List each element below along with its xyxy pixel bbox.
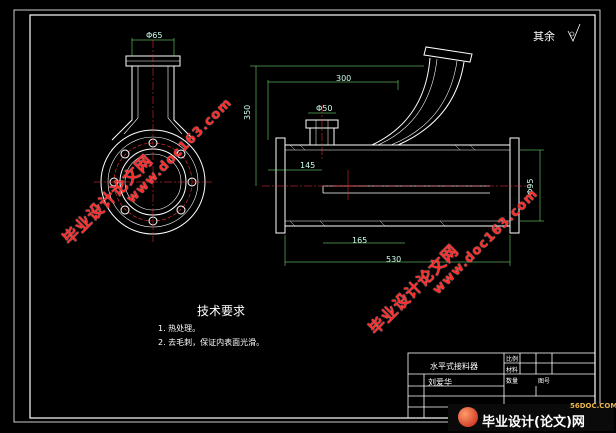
outer-frame xyxy=(13,9,601,423)
dim-small-pipe: Φ50 xyxy=(316,104,333,113)
dim-total: 530 xyxy=(386,255,402,264)
roughness-note: 其余 xyxy=(533,30,555,43)
requirement-item: 2. 去毛刺，保证内表面光滑。 xyxy=(158,338,265,347)
section-view xyxy=(262,46,530,234)
dim-top-flange: Φ65 xyxy=(146,31,163,40)
part-name: 水平式接料器 xyxy=(430,362,478,371)
requirement-item: 1. 热处理。 xyxy=(158,324,201,333)
tb-code3: 数量 xyxy=(506,378,519,385)
flange-view xyxy=(94,38,212,242)
requirements-title: 技术要求 xyxy=(197,304,246,318)
designer-name: 刘爱华 xyxy=(428,378,452,387)
dim-300: 300 xyxy=(336,74,352,83)
dim-145: 145 xyxy=(300,161,316,170)
tb-code1: 比例 xyxy=(506,356,519,363)
dim-165: 165 xyxy=(352,236,368,245)
roughness-circle xyxy=(569,31,575,37)
dimension-lines xyxy=(250,65,544,266)
roughness-symbol xyxy=(567,23,581,42)
inner-frame xyxy=(29,14,596,419)
tb-code2: 材料 xyxy=(506,367,519,374)
dim-350: 350 xyxy=(243,104,252,120)
brand-name: 毕业设计(论文)网 xyxy=(482,415,585,430)
tb-code4: 图号 xyxy=(538,378,551,385)
brand-site: 56DOC.COM xyxy=(570,402,616,410)
brand-logo-icon xyxy=(458,407,478,427)
